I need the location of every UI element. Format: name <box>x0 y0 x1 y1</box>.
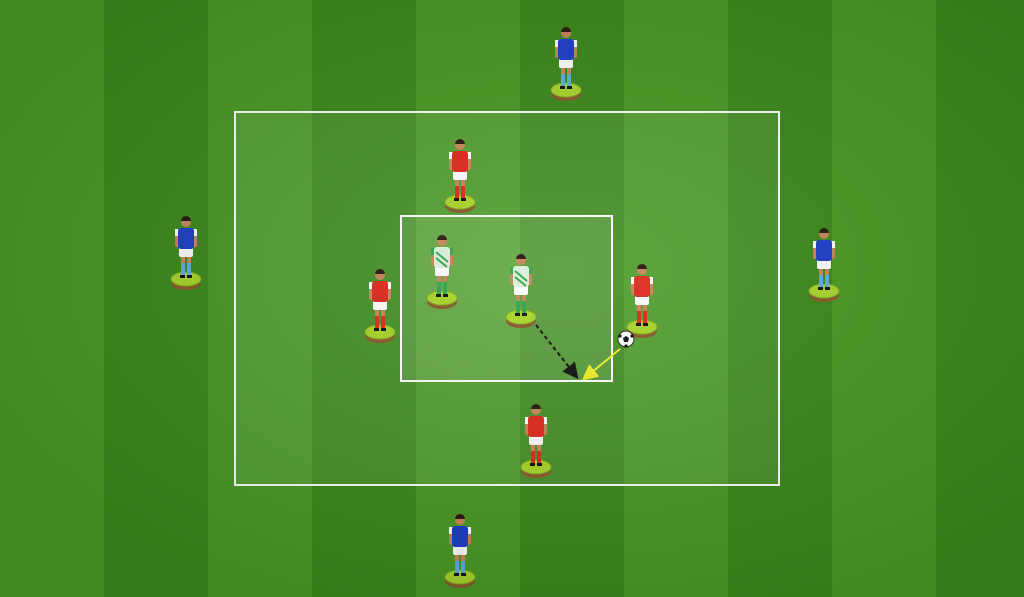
run-arrow <box>535 324 579 380</box>
player-green-9 <box>426 235 458 309</box>
player-blue-1 <box>550 27 582 101</box>
pass-arrow <box>581 348 621 381</box>
player-red-7 <box>626 264 658 338</box>
player-blue-4 <box>444 514 476 588</box>
player-red-8 <box>520 404 552 478</box>
player-red-6 <box>364 269 396 343</box>
player-blue-3 <box>808 228 840 302</box>
player-blue-2 <box>170 216 202 290</box>
outer-training-zone <box>234 111 780 486</box>
player-red-5 <box>444 139 476 213</box>
player-green-10 <box>505 254 537 328</box>
soccer-ball-icon <box>617 330 635 348</box>
